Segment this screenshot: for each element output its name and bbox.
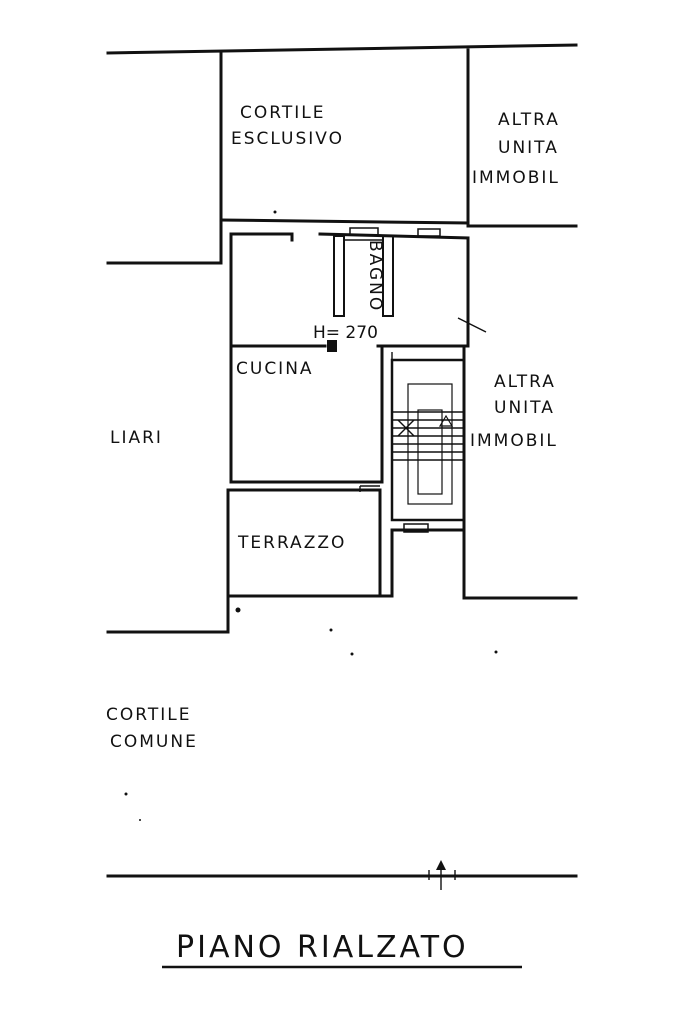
cortile-comune-label-1: CORTILE — [106, 705, 191, 725]
cucina-label: CUCINA — [236, 359, 314, 379]
floor-title: PIANO RIALZATO — [176, 930, 469, 965]
altra-unita-top-label-2: UNITA — [498, 138, 559, 158]
scan-marks — [124, 210, 498, 821]
altra-unita-top-label-1: ALTRA — [498, 110, 560, 130]
height-label: H= 270 — [313, 323, 378, 343]
terrazzo-label: TERRAZZO — [237, 533, 346, 553]
stair-treads — [392, 411, 464, 461]
walls — [106, 43, 578, 890]
altra-unita-right-label-2: UNITA — [494, 398, 555, 418]
liari-label: LIARI — [110, 428, 163, 448]
cortile-esclusivo-label-1: CORTILE — [240, 103, 325, 123]
altra-unita-right-label-3: IMMOBIL — [470, 431, 558, 451]
cortile-esclusivo-label-2: ESCLUSIVO — [231, 129, 344, 149]
altra-unita-top-label-3: IMMOBIL — [472, 168, 560, 188]
altra-unita-right-label-1: ALTRA — [494, 372, 556, 392]
cortile-comune-label-2: COMUNE — [110, 732, 198, 752]
bagno-label: BAGNO — [365, 240, 385, 312]
